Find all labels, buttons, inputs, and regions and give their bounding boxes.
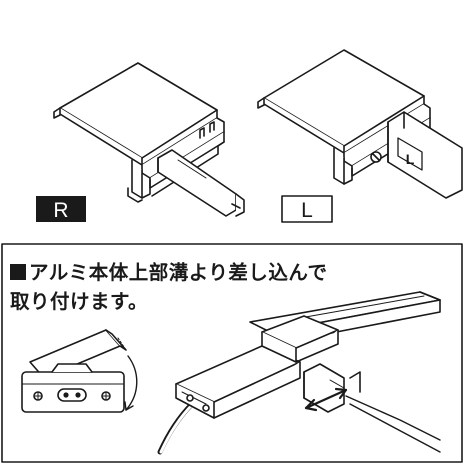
instruction-line-1: アルミ本体上部溝より差し込んで [10, 258, 450, 287]
slide-in-illustration [157, 291, 441, 455]
l-badge-text: L [301, 199, 313, 222]
bullet-square-icon [10, 264, 26, 280]
instruction-text: アルミ本体上部溝より差し込んで 取り付けます。 [10, 258, 450, 316]
instruction-line-2: 取り付けます。 [10, 290, 149, 313]
r-badge-text: R [53, 199, 68, 222]
l-side-badge: L [281, 195, 333, 223]
instruction-line-1-text: アルミ本体上部溝より差し込んで [29, 261, 328, 284]
cap-rotation-illustration [21, 329, 138, 413]
instruction-panel [1, 243, 463, 463]
l-side-illustration: L [257, 49, 463, 199]
r-side-illustration [53, 62, 245, 217]
l-cap-mark-text: L [406, 151, 415, 167]
r-side-badge: R [36, 196, 86, 222]
